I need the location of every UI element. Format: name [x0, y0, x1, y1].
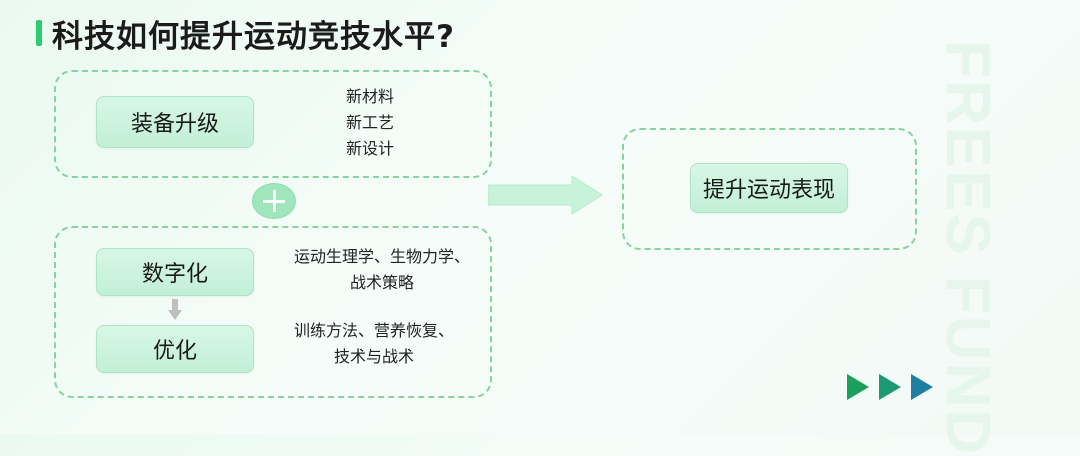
plus-icon: [252, 183, 296, 219]
digitalization-note: 运动生理学、生物力学、 战术策略: [272, 244, 492, 296]
arrow-down-icon: [168, 299, 182, 320]
improve-performance-box: 提升运动表现: [690, 163, 848, 213]
equipment-item: 新设计: [345, 139, 394, 158]
equipment-item: 新材料: [345, 87, 394, 106]
equipment-group: [54, 70, 492, 178]
result-group: [622, 128, 917, 250]
note-line: 训练方法、营养恢复、: [293, 321, 454, 340]
equipment-items: 新材料 新工艺 新设计: [318, 84, 422, 162]
optimization-note: 训练方法、营养恢复、 技术与战术: [272, 318, 476, 370]
equipment-upgrade-box: 装备升级: [96, 96, 254, 148]
play-chevrons-icon: [847, 374, 933, 400]
digitalization-box: 数字化: [96, 248, 254, 296]
note-line: 战术策略: [349, 273, 414, 292]
equipment-item: 新工艺: [345, 113, 394, 132]
title-accent-bar: [36, 20, 42, 46]
page-title: 科技如何提升运动竞技水平?: [52, 19, 455, 55]
digital-optimize-group: [54, 226, 492, 398]
note-line: 技术与战术: [333, 347, 414, 366]
optimization-box: 优化: [96, 325, 254, 373]
note-line: 运动生理学、生物力学、: [293, 247, 470, 266]
watermark-text: FREES FUND: [933, 40, 1002, 456]
arrow-right-icon: [488, 176, 603, 214]
